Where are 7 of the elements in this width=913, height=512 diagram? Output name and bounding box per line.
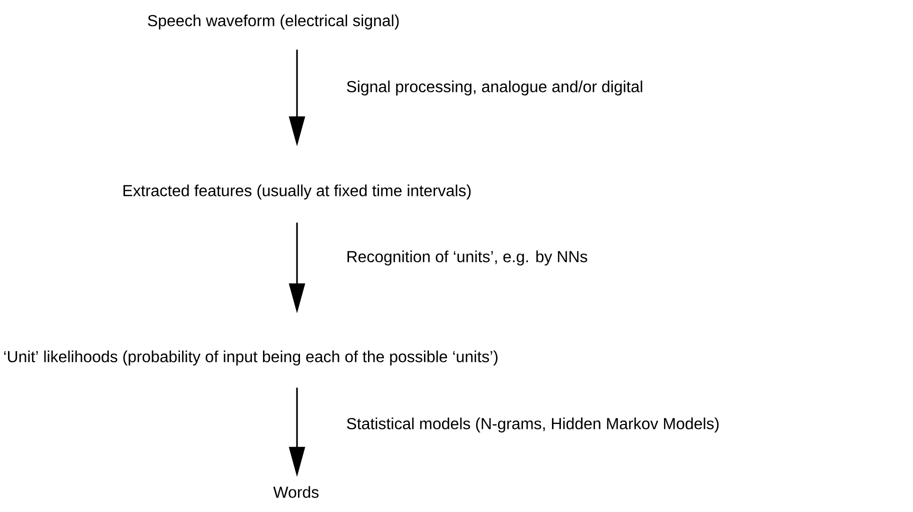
stage-text: Words [273, 486, 319, 498]
edge-label: Recognition of ‘units’, e.g. by NNs [345, 250, 589, 266]
stage-text: ‘Unit’ likelihoods (probability of input being each of the possible ‘units’) [4, 350, 498, 366]
edge-label: Statistical models (N-grams, Hidden Markov Models) [345, 416, 721, 434]
edge-label: Signal processing, analogue and/or digital [345, 80, 644, 96]
stage-text: Extracted features (usually at fixed time intervals) [124, 184, 471, 200]
stage-text: Speech waveform (electrical signal) [148, 14, 399, 30]
